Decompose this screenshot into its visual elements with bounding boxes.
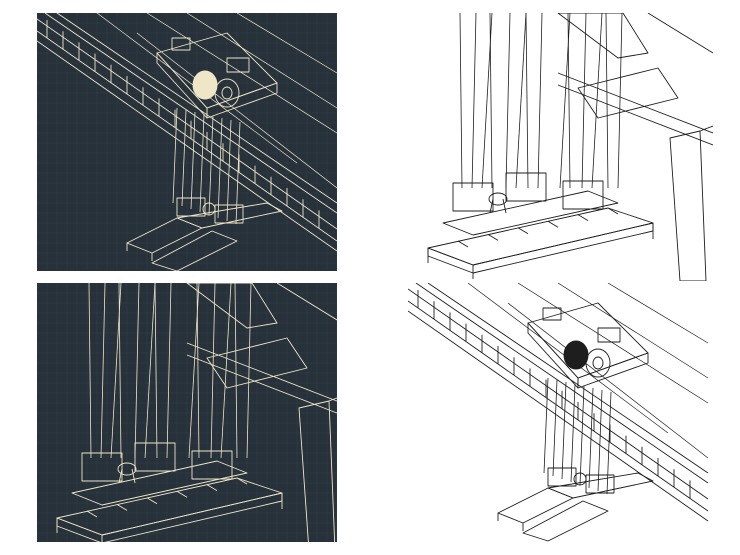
panel-background xyxy=(408,283,713,542)
drum-1 xyxy=(563,340,589,370)
line-art-top-view-panel xyxy=(408,283,713,542)
crane-leg xyxy=(298,397,337,542)
hoist-ropes xyxy=(459,13,623,189)
spreader-2 xyxy=(151,230,238,271)
stay-cables xyxy=(96,13,337,189)
drum-2 xyxy=(585,348,611,378)
drawing xyxy=(37,13,337,271)
spreader-drawing-line-art xyxy=(408,13,713,281)
hoist-drums xyxy=(563,340,611,378)
crane-trolley-drawing-blueprint xyxy=(37,13,337,271)
crane-trolley-drawing-line-art xyxy=(408,283,713,542)
drawing xyxy=(56,283,337,542)
headblocks xyxy=(81,442,233,484)
headblocks xyxy=(176,197,244,224)
spreader-2 xyxy=(522,500,609,542)
hoist-drums xyxy=(192,70,240,108)
drawing xyxy=(427,13,713,281)
drum-1 xyxy=(192,70,218,100)
headblocks xyxy=(452,172,604,214)
blueprint-lower-view-panel xyxy=(37,283,337,542)
blueprint-top-view-panel xyxy=(37,13,337,271)
twin-spreaders xyxy=(497,472,654,542)
bridge-girder xyxy=(37,13,337,252)
drawing xyxy=(408,283,709,542)
trolley-frame xyxy=(156,32,278,119)
panel-background xyxy=(408,13,713,281)
spreader-drawing-blueprint xyxy=(37,283,337,542)
twin-spreaders xyxy=(126,202,283,271)
hoist-ropes xyxy=(88,283,252,459)
crane-leg xyxy=(669,125,713,281)
twin-spreaders xyxy=(56,460,283,542)
hoist-ropes xyxy=(543,377,612,495)
bridge-girder xyxy=(408,283,709,522)
spreader-2 xyxy=(71,460,248,506)
spreader-2 xyxy=(442,190,619,236)
hoist-ropes xyxy=(172,107,241,225)
drum-2 xyxy=(214,78,240,108)
trolley-frame xyxy=(527,302,649,389)
twin-spreaders xyxy=(427,190,654,279)
grid xyxy=(37,13,337,271)
line-art-lower-view-panel xyxy=(408,13,713,281)
